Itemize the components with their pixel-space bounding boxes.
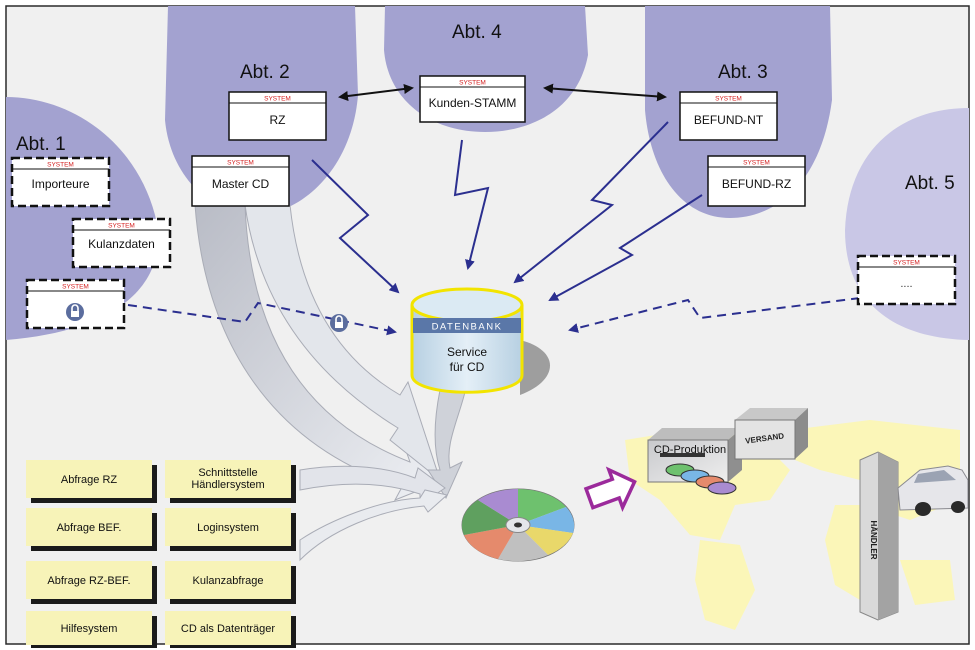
department-label-abt3: Abt. 3 [718, 62, 768, 83]
system-box-kunden-stamm: SYSTEM Kunden-STAMM [419, 75, 526, 123]
database-label-line2: für CD [450, 360, 485, 374]
arrow-befund-nt-to-db [513, 121, 669, 284]
system-label-rz: RZ [270, 113, 286, 127]
lock-icon [330, 314, 348, 332]
department-label-abt2: Abt. 2 [240, 62, 290, 83]
system-tag: SYSTEM [108, 223, 135, 230]
system-label-kulanzdaten: Kulanzdaten [88, 237, 155, 251]
module-loginsystem: Loginsystem [165, 508, 296, 551]
connector-kunden-befund [543, 83, 667, 102]
module-label-line1: Schnittstelle [198, 467, 257, 479]
haendler-pillar: HÄNDLER [859, 451, 899, 621]
lightning-arrows [311, 121, 703, 301]
module-kulanzabfrage: Kulanzabfrage [165, 561, 296, 604]
system-label-kunden-stamm: Kunden-STAMM [429, 96, 517, 110]
module-label: Abfrage BEF. [57, 522, 122, 534]
system-tag: SYSTEM [743, 160, 770, 167]
connector-rz-kunden [338, 84, 414, 101]
department-label-abt1: Abt. 1 [16, 134, 66, 155]
database-band-label: DATENBANK [432, 322, 503, 333]
system-tag: SYSTEM [459, 80, 486, 87]
system-box-master-cd: SYSTEM Master CD [191, 155, 290, 207]
module-cd-datentraeger: CD als Datenträger [165, 611, 296, 648]
system-label-importeure: Importeure [31, 177, 89, 191]
system-box-importeure: SYSTEM Importeure [10, 156, 111, 208]
arrow-abt5-to-db [568, 297, 861, 333]
module-grid: Abfrage RZ Abfrage BEF. Abfrage RZ-BEF. … [26, 460, 296, 648]
system-label-master-cd: Master CD [212, 177, 270, 191]
flow-arrows [194, 204, 466, 562]
system-tag: SYSTEM [227, 160, 254, 167]
arrow-abt1-to-db [127, 301, 397, 336]
module-abfrage-rz: Abfrage RZ [26, 460, 157, 503]
module-label: CD als Datenträger [181, 623, 275, 635]
database-cylinder: DATENBANK Service für CD [410, 287, 550, 395]
arrow-befund-rz-to-db [548, 194, 703, 301]
cd-disc-icon [461, 488, 575, 562]
module-label: Abfrage RZ [61, 474, 118, 486]
system-label-befund-rz: BEFUND-RZ [722, 177, 791, 191]
system-tag: SYSTEM [715, 96, 742, 103]
module-label: Loginsystem [197, 522, 259, 534]
module-label-line2: Händlersystem [191, 479, 264, 491]
module-label: Abfrage RZ-BEF. [47, 575, 130, 587]
database-label-line1: Service [447, 345, 487, 359]
module-abfrage-bef: Abfrage BEF. [26, 508, 157, 551]
system-box-befund-nt: SYSTEM BEFUND-NT [679, 91, 778, 141]
cd-stack-icon [665, 463, 737, 495]
system-box-secure: SYSTEM [25, 278, 126, 330]
system-label-befund-nt: BEFUND-NT [694, 113, 764, 127]
system-label-abt5: .... [900, 278, 912, 290]
department-label-abt4: Abt. 4 [452, 22, 502, 43]
car-icon [897, 465, 969, 516]
arrow-rz-to-db [311, 159, 400, 294]
module-hilfesystem: Hilfesystem [26, 611, 157, 648]
module-label: Hilfesystem [61, 623, 118, 635]
module-abfrage-rz-bef: Abfrage RZ-BEF. [26, 561, 157, 604]
system-box-kulanzdaten: SYSTEM Kulanzdaten [71, 217, 172, 269]
department-label-abt5: Abt. 5 [905, 173, 955, 194]
system-tag: SYSTEM [893, 260, 920, 267]
system-box-rz: SYSTEM RZ [228, 91, 327, 141]
versand-box: VERSAND [734, 408, 808, 460]
module-schnittstelle: Schnittstelle Händlersystem [165, 460, 296, 503]
system-tag: SYSTEM [47, 162, 74, 169]
arrow-kunden-to-db [453, 139, 490, 270]
padlock-icon [66, 303, 84, 321]
module-label: Kulanzabfrage [193, 575, 264, 587]
purple-arrow-icon [583, 466, 637, 512]
cd-production-label: CD-Produktion [654, 444, 726, 456]
system-tag: SYSTEM [264, 96, 291, 103]
haendler-label: HÄNDLER [869, 520, 878, 559]
system-box-abt5: SYSTEM .... [856, 254, 957, 306]
system-tag: SYSTEM [62, 284, 89, 291]
system-box-befund-rz: SYSTEM BEFUND-RZ [707, 155, 806, 207]
dashed-arrows [127, 297, 861, 336]
